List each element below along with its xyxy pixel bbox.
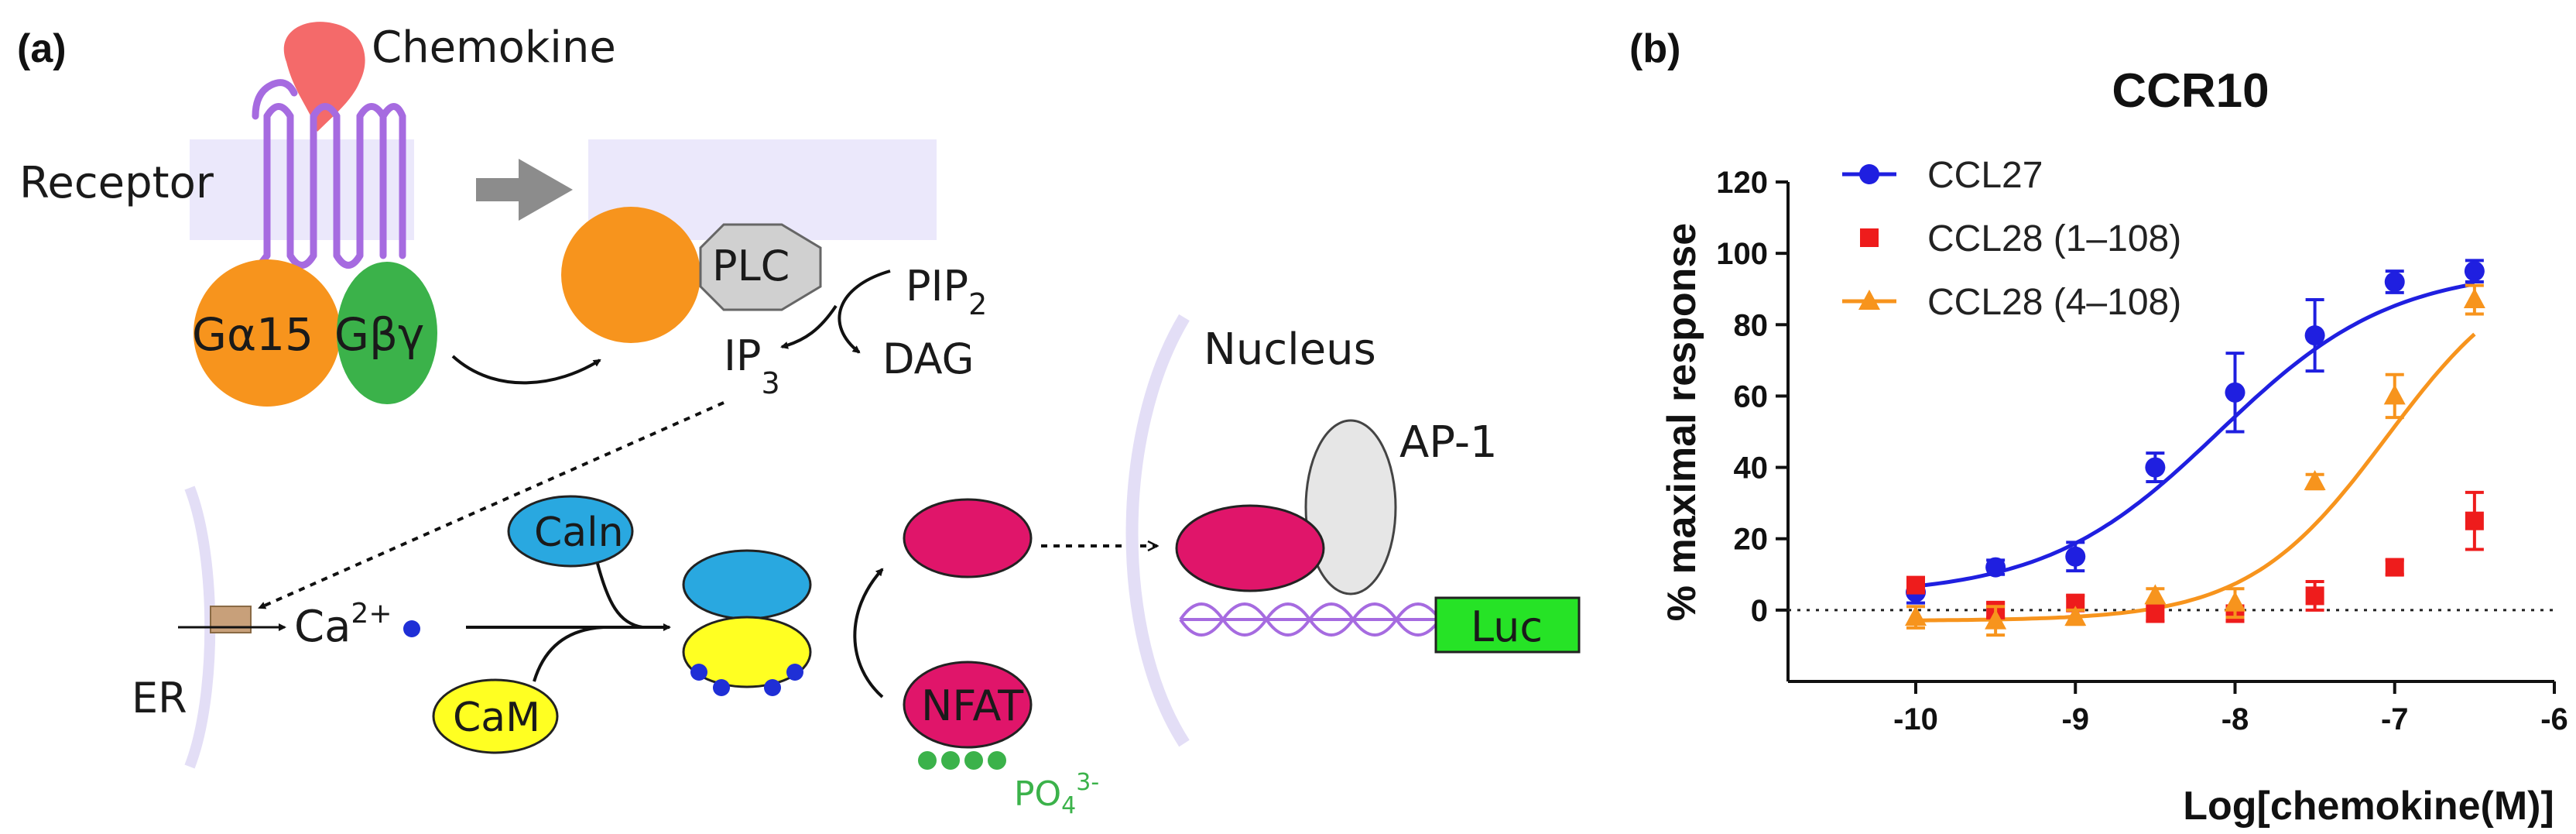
y-axis-label: % maximal response (1660, 223, 1704, 621)
legend-marker (1860, 228, 1879, 247)
data-point (2465, 511, 2484, 530)
panel-b: (b) CCR10 Log[chemokine(M)] % maximal re… (1629, 26, 2568, 829)
chart-title: CCR10 (2112, 64, 2269, 118)
panel-a-label: (a) (17, 26, 67, 71)
caln-join-arrow (594, 557, 643, 629)
g-betagamma (337, 262, 437, 404)
cam-join-arrow (533, 626, 605, 682)
nfat-phosphorylated (903, 661, 1033, 749)
nfat-activation-arrow (853, 568, 884, 698)
fit-curve (1916, 332, 2476, 623)
complex-calcium-ions (690, 664, 803, 696)
er-label: ER (132, 674, 187, 722)
calcium-label: Ca2+ (294, 598, 392, 652)
data-point (2304, 470, 2326, 490)
ip3-label: IP3 (724, 331, 780, 400)
nfat-label: NFAT (921, 681, 1024, 730)
ip3-receptor-channel (210, 606, 252, 633)
data-point (2463, 288, 2485, 309)
ap1-factor (1304, 419, 1397, 595)
data-point (2384, 272, 2405, 292)
nfat-nuclear (1175, 504, 1325, 592)
dna-helix (1179, 602, 1441, 637)
nfat-active (903, 498, 1033, 578)
pip2-to-dag-arrow (838, 269, 891, 354)
ap1-label: AP-1 (1399, 417, 1498, 468)
g-alpha-15 (194, 259, 341, 407)
calmodulin (432, 678, 559, 754)
data-point (2383, 384, 2406, 405)
nucleus-label: Nucleus (1204, 324, 1376, 375)
y-tick-label: 0 (1751, 594, 1768, 628)
receptor-helices (244, 79, 406, 283)
y-tick-label: 60 (1734, 379, 1769, 414)
legend-label: CCL28 (1–108) (1927, 218, 2181, 259)
g-alpha-label: Gα15 (192, 308, 313, 361)
legend-label: CCL27 (1927, 155, 2043, 196)
ip3-to-er-dotted-arrow (258, 401, 724, 609)
data-point (2464, 261, 2485, 282)
data-point (2064, 606, 2087, 626)
y-tick-label: 80 (1734, 308, 1769, 342)
data-point (2385, 558, 2404, 577)
nuclear-membrane (1125, 314, 1190, 747)
data-point (2305, 586, 2324, 606)
activation-curve-arrow (451, 355, 601, 385)
y-tick-label: 100 (1716, 237, 1768, 271)
data-point (2146, 604, 2165, 623)
plc-enzyme (699, 223, 822, 311)
y-tick-label: 20 (1734, 523, 1769, 557)
plc-label: PLC (712, 242, 790, 290)
calcium-ion (403, 620, 420, 637)
data-point (1985, 557, 2006, 578)
x-tick-label: -8 (2221, 702, 2249, 736)
dag-label: DAG (882, 335, 974, 383)
luc-label: Luc (1471, 602, 1543, 651)
data-point (2144, 584, 2167, 605)
activation-arrow (476, 159, 573, 221)
data-point (2065, 546, 2086, 567)
legend-marker (1858, 290, 1880, 310)
receptor-label: Receptor (19, 158, 214, 208)
cam-label: CaM (453, 695, 540, 741)
data-point (2304, 325, 2325, 346)
data-point (1985, 609, 2007, 630)
data-point (1905, 606, 1927, 626)
x-tick-label: -7 (2381, 702, 2409, 736)
pip2-label: PIP2 (906, 262, 987, 321)
complex-calmodulin (682, 616, 812, 688)
phosphate-groups (918, 751, 1006, 770)
x-tick-label: -6 (2540, 702, 2568, 736)
data-point (2224, 591, 2246, 612)
y-tick-label: 120 (1716, 166, 1768, 200)
calcineurin (507, 495, 634, 568)
chemokine-ligand (283, 22, 365, 132)
x-tick-label: -10 (1893, 702, 1938, 736)
x-tick-label: -9 (2061, 702, 2089, 736)
legend-label: CCL28 (4–108) (1927, 282, 2181, 323)
g-betagamma-label: Gβγ (334, 308, 424, 361)
membrane-receptor (190, 139, 414, 240)
legend-marker (1859, 164, 1879, 184)
complex-calcineurin (682, 549, 812, 620)
luciferase-reporter (1434, 596, 1581, 654)
phosphate-label: PO43- (1014, 769, 1099, 819)
chemokine-label: Chemokine (372, 22, 616, 73)
caln-label: Caln (534, 510, 624, 556)
x-axis-label: Log[chemokine(M)] (2183, 784, 2554, 829)
panel-b-label: (b) (1629, 26, 1680, 71)
data-point (2145, 457, 2166, 478)
data-point (2225, 382, 2245, 403)
data-point (1906, 575, 1925, 595)
fit-curve (1915, 282, 2475, 589)
pip2-to-ip3-arrow (780, 304, 838, 349)
g-alpha-active (561, 207, 701, 343)
panel-a: (a) Receptor Chemokine Gα15 (17, 22, 1581, 819)
y-tick-label: 40 (1734, 451, 1769, 486)
